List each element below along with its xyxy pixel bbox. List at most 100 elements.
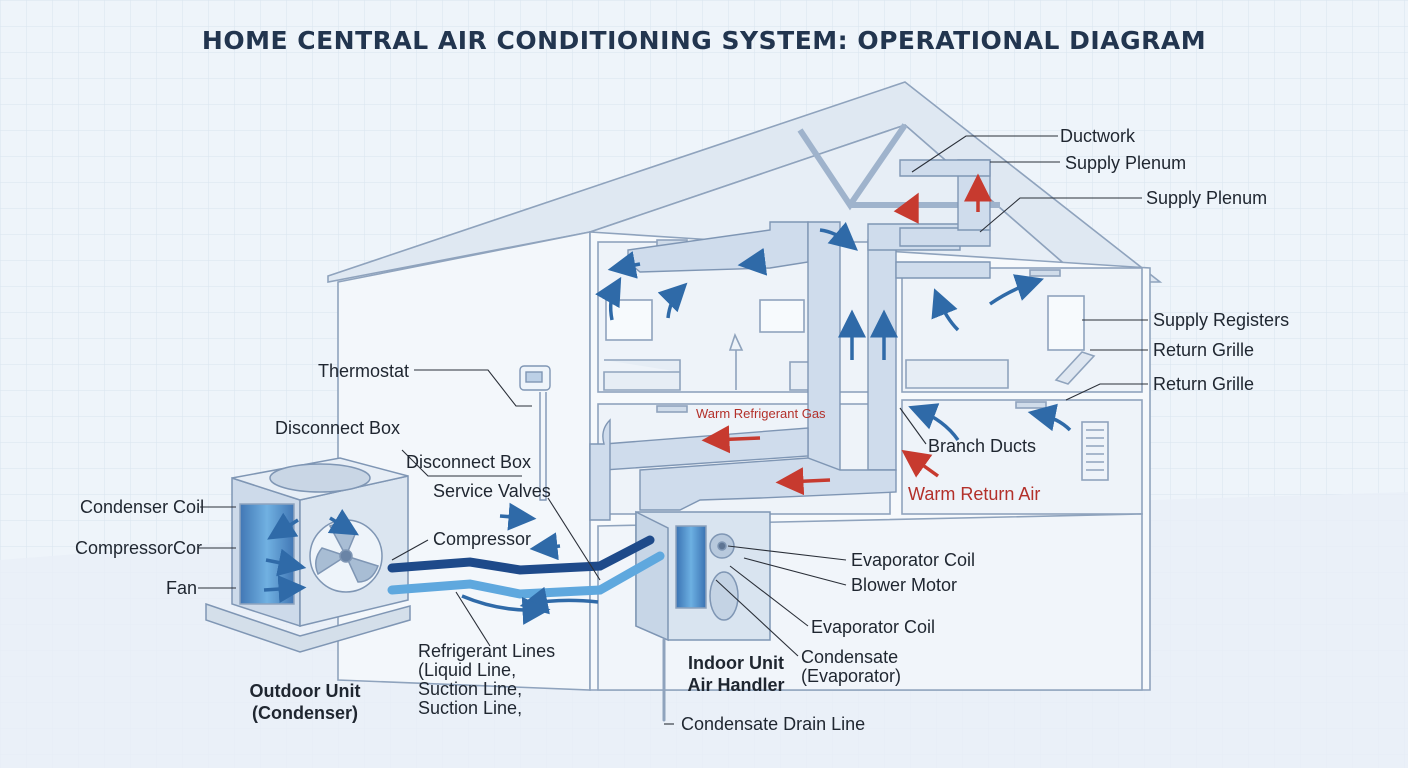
label-evaporator-coil-2: Evaporator Coil (811, 617, 936, 637)
main-trunk-vertical (807, 221, 841, 471)
arrow-outdoor-2 (265, 548, 307, 577)
evaporator-coil-block (675, 525, 707, 609)
vent-slats (1086, 429, 1104, 471)
arrow-outdoor-6 (529, 532, 561, 561)
leader-thermostat (414, 369, 532, 407)
arrow-flow-curve (461, 594, 551, 625)
label-disconnect-box-1: Disconnect Box (275, 418, 401, 438)
liquid-line (387, 535, 655, 575)
label-disconnect-box-2: Disconnect Box (406, 452, 532, 472)
leader-service-valves (547, 497, 601, 581)
arrow-outdoor-3 (263, 575, 307, 604)
lamp (728, 332, 744, 390)
leader-disconnect (401, 449, 522, 477)
label-ductwork: Ductwork (1060, 126, 1136, 146)
arrow-return-2 (1027, 403, 1072, 432)
label-supply-plenum-top: Supply Plenum (1065, 153, 1187, 173)
sofa (603, 359, 681, 391)
duct-branch-right (895, 261, 991, 279)
arrow-warm-3 (901, 449, 940, 478)
label-condensate-line1: Condensate (801, 647, 899, 667)
leader-branch-ducts (899, 407, 927, 445)
thermostat-assembly (519, 365, 551, 501)
leader-supply-plenum (979, 197, 1142, 233)
leader-return-grille-2 (1065, 383, 1148, 401)
outdoor-pad (205, 602, 411, 653)
arrow-supply-7 (988, 274, 1044, 306)
label-thermostat: Thermostat (318, 361, 410, 381)
window-upper-left (605, 299, 653, 341)
arrow-warm-2 (775, 467, 831, 496)
label-condenser-coil: Condenser Coil (80, 497, 205, 517)
arrow-supply-6 (931, 288, 960, 332)
diagram-title: HOME CENTRAL AIR CONDITIONING SYSTEM: OP… (201, 26, 1207, 55)
leader-ductwork (911, 135, 1058, 173)
arrow-outdoor-4 (327, 508, 360, 536)
leader-evap-2 (729, 565, 809, 627)
label-compressor: Compressor (433, 529, 532, 549)
outdoor-unit (205, 457, 411, 653)
arrow-outdoor-1 (267, 512, 299, 540)
label-return-grille-2: Return Grille (1153, 374, 1255, 394)
bed (905, 359, 1009, 389)
thermostat-screen (525, 371, 543, 383)
air-handler-side (635, 510, 669, 642)
arrow-upper-left (737, 247, 768, 276)
label-indoor-unit-line1: Indoor Unit (688, 653, 784, 673)
top-fan-grille (269, 463, 371, 493)
blower-wheel (709, 571, 739, 621)
leader-blower (743, 557, 847, 586)
arrow-warm-1 (701, 425, 761, 454)
label-compressor-left: CompressorCor (75, 538, 203, 558)
label-refrigerant-line-2: Suction Line, (418, 679, 523, 699)
label-indoor-unit-line2: Air Handler (687, 675, 785, 695)
arrow-warm-5 (893, 192, 919, 224)
fan-hub (339, 549, 353, 563)
label-outdoor-unit-line2: (Condenser) (251, 703, 358, 723)
blower-hub (717, 541, 727, 551)
leader-refrigerant (455, 591, 491, 647)
label-supply-plenum: Supply Plenum (1146, 188, 1268, 208)
label-indoor-unit: Indoor Unit Air Handler (676, 652, 796, 696)
arrow-supply-1 (595, 276, 622, 321)
arrow-supply-8 (607, 251, 641, 279)
label-outdoor-unit: Outdoor Unit (Condenser) (240, 680, 370, 724)
leader-condensate (715, 579, 799, 657)
label-condensate: Condensate (Evaporator) (801, 648, 901, 686)
supply-register-lower (656, 405, 688, 413)
side-table (789, 361, 811, 391)
label-supply-registers: Supply Registers (1153, 310, 1290, 330)
duct-to-air-handler (639, 457, 897, 511)
return-grille-panel (1054, 351, 1096, 385)
duct-lower-elbow (589, 418, 611, 521)
arrow-supply-3 (819, 221, 858, 251)
label-fan: Fan (166, 578, 198, 598)
return-trunk-vertical (867, 239, 897, 471)
leader-compressor (391, 539, 429, 561)
thermostat-wire (539, 392, 547, 501)
label-warm-return-air: Warm Return Air (908, 484, 1041, 504)
arrow-supply-2 (657, 282, 688, 319)
cool-air-arrows (263, 221, 1072, 625)
label-refrigerant-line-0: Refrigerant Lines (418, 641, 556, 661)
picture-frame (759, 299, 805, 333)
warm-air-arrows (701, 173, 992, 496)
window-upper-right (1047, 295, 1085, 351)
label-condensate-drain-line: Condensate Drain Line (681, 714, 866, 734)
label-warm-refrigerant-gas: Warm Refrigerant Gas (696, 406, 826, 421)
supply-register-lower-right (1015, 401, 1047, 409)
label-refrigerant-line-3: Suction Line, (418, 698, 523, 718)
supply-register-right (1029, 269, 1061, 277)
label-refrigerant-lines: Refrigerant Lines (Liquid Line, Suction … (418, 642, 555, 718)
leader-lines (198, 135, 1148, 725)
arrow-outdoor-5 (499, 502, 537, 531)
leader-evap-1 (727, 545, 847, 561)
arrow-return-1 (908, 403, 960, 442)
label-refrigerant-line-1: (Liquid Line, (418, 660, 517, 680)
duct-top-horizontal (899, 159, 991, 177)
label-outdoor-unit-line1: Outdoor Unit (249, 681, 361, 701)
label-condensate-line2: (Evaporator) (801, 666, 902, 686)
label-branch-ducts: Branch Ducts (928, 436, 1037, 456)
label-blower-motor: Blower Motor (851, 575, 958, 595)
